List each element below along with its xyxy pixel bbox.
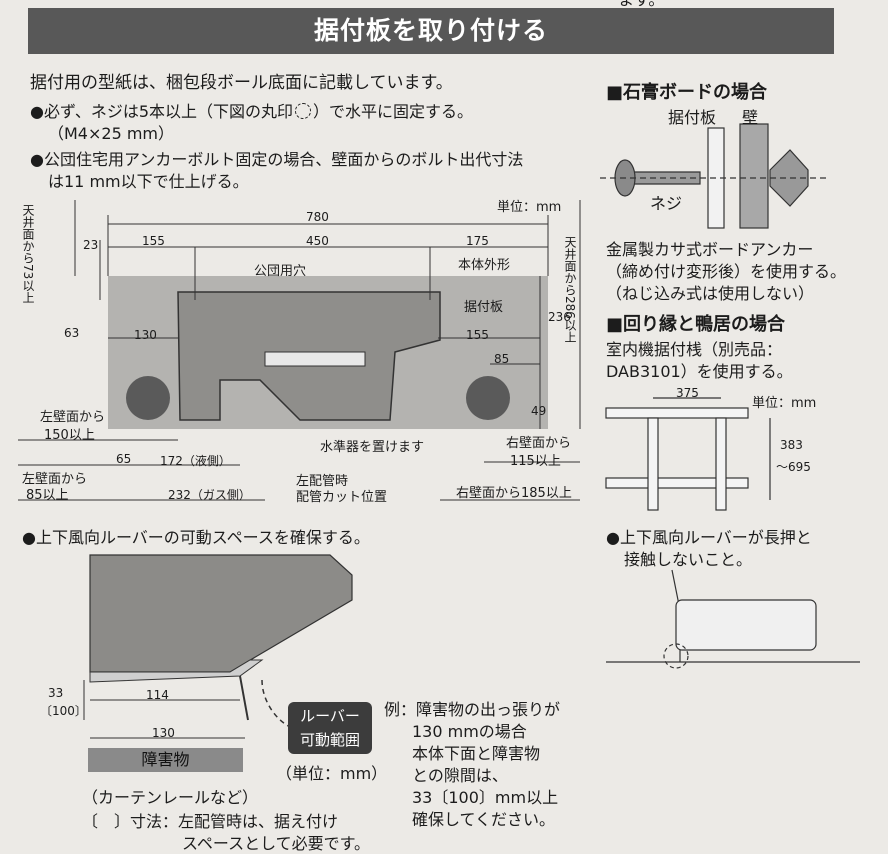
dim-695: ～695 (776, 460, 811, 474)
pipe-cut-label: 配管カット位置 (296, 490, 388, 505)
right-louver-title2: 接触しないこと。 (624, 550, 753, 569)
dim-175: 175 (466, 234, 489, 248)
dim-85: 85 (494, 352, 510, 366)
bracket-note-line1: 〔 〕寸法：左配管時は、据え付け (82, 812, 339, 831)
corner-text-fragment: ます。 (618, 0, 664, 10)
right-wall-185-label: 右壁面から185以上 (456, 486, 572, 501)
gypsum-wall-label: 壁 (742, 108, 759, 127)
gypsum-note3: （ねじ込み式は使用しない） (606, 284, 815, 303)
dim-33: 33 (48, 686, 64, 700)
dim-450: 450 (306, 234, 329, 248)
section-banner (28, 8, 834, 54)
example-line6: 確保してください。 (412, 810, 556, 829)
section-title: 据付板を取り付ける (313, 16, 548, 45)
right-wall-115-line2: 115以上 (510, 454, 561, 469)
example-line5: 33〔100〕mm以上 (412, 788, 559, 807)
bullet-anchor-line2: は11 mm以下で仕上げる。 (48, 172, 249, 191)
example-line3: 本体下面と障害物 (412, 744, 541, 763)
molding-unit: 単位：mm (752, 396, 817, 411)
gypsum-note2: （締め付け変形後）を使用する。 (606, 262, 847, 281)
molding-note1: 室内機据付桟（別売品： (606, 340, 783, 359)
example-line2: 130 mmの場合 (412, 722, 527, 741)
dim-23: 23 (83, 238, 99, 252)
gypsum-title: ■石膏ボードの場合 (606, 82, 768, 103)
left-wall-150-line1: 左壁面から (40, 410, 106, 425)
dim-232-gas: 232（ガス側） (168, 488, 251, 502)
public-holes-label: 公団用穴 (254, 264, 307, 279)
dashed-circle-icon (295, 103, 312, 119)
molding-title: ■回り縁と鴨居の場合 (606, 314, 786, 335)
dim-155-top: 155 (142, 234, 165, 248)
left-wall-150-line2: 150以上 (44, 428, 95, 443)
dim-130-louver: 130 (152, 726, 175, 740)
left-pipe-label: 左配管時 (296, 474, 349, 489)
bracket-note-line2: スペースとして必要です。 (182, 834, 371, 853)
example-line1: 例：障害物の出っ張りが (384, 700, 561, 719)
intro-text: 据付用の型紙は、梱包段ボール底面に記載しています。 (30, 73, 453, 93)
dim-114: 114 (146, 688, 169, 702)
gypsum-screw-label: ネジ (650, 194, 683, 213)
dim-130: 130 (134, 328, 157, 342)
mount-plate-label: 据付板 (464, 300, 504, 315)
left-wall-85-line1: 左壁面から (22, 472, 88, 487)
right-louver-title1: ●上下風向ルーバーが長押と (606, 528, 812, 547)
bullet-anchor-line1: ●公団住宅用アンカーボルト固定の場合、壁面からのボルト出代寸法 (30, 150, 524, 169)
louver-range-line2: 可動範囲 (299, 731, 360, 749)
curtain-rail-note: （カーテンレールなど） (82, 788, 259, 807)
dim-100: 〔100〕 (40, 704, 87, 718)
ceiling-right-label: 天井面から286以上 (563, 236, 577, 343)
dim-49: 49 (531, 404, 547, 418)
dim-65: 65 (116, 452, 132, 466)
louver-range-callout: ルーバー 可動範囲 (288, 702, 372, 754)
dim-172-liquid: 172（液側） (160, 454, 231, 468)
ceiling-left-label: 天井面から73以上 (21, 204, 35, 304)
body-outline-label: 本体外形 (458, 258, 511, 273)
louver-range-line1: ルーバー (300, 707, 360, 725)
right-wall-115-line1: 右壁面から (506, 436, 572, 451)
louver-section-title: ●上下風向ルーバーの可動スペースを確保する。 (22, 528, 370, 547)
molding-note2: DAB3101）を使用する。 (606, 362, 793, 381)
louver-unit: （単位：mm） (276, 764, 388, 783)
dim-236: 236 (548, 310, 571, 324)
diagram-unit: 単位：mm (497, 200, 562, 215)
bullet-screws-end: ）で水平に固定する。 (313, 102, 474, 121)
gypsum-plate-label: 据付板 (668, 108, 717, 127)
obstacle-box: 障害物 (88, 748, 243, 772)
example-line4: との隙間は、 (412, 766, 508, 785)
screw-spec: （M4×25 mm） (48, 124, 175, 143)
level-label: 水準器を置けます (320, 440, 425, 455)
dim-375: 375 (676, 386, 699, 400)
dim-155-right: 155 (466, 328, 489, 342)
dim-383: 383 (780, 438, 803, 452)
left-wall-85-line2: 85以上 (26, 488, 69, 503)
bullet-screws: ●必ず、ネジは5本以上（下図の丸印 ）で水平に固定する。 (30, 98, 473, 122)
bullet-screws-text: ●必ず、ネジは5本以上（下図の丸印 (30, 102, 294, 121)
dim-63: 63 (64, 326, 80, 340)
dim-780: 780 (306, 210, 329, 224)
gypsum-note1: 金属製カサ式ボードアンカー (606, 240, 814, 259)
